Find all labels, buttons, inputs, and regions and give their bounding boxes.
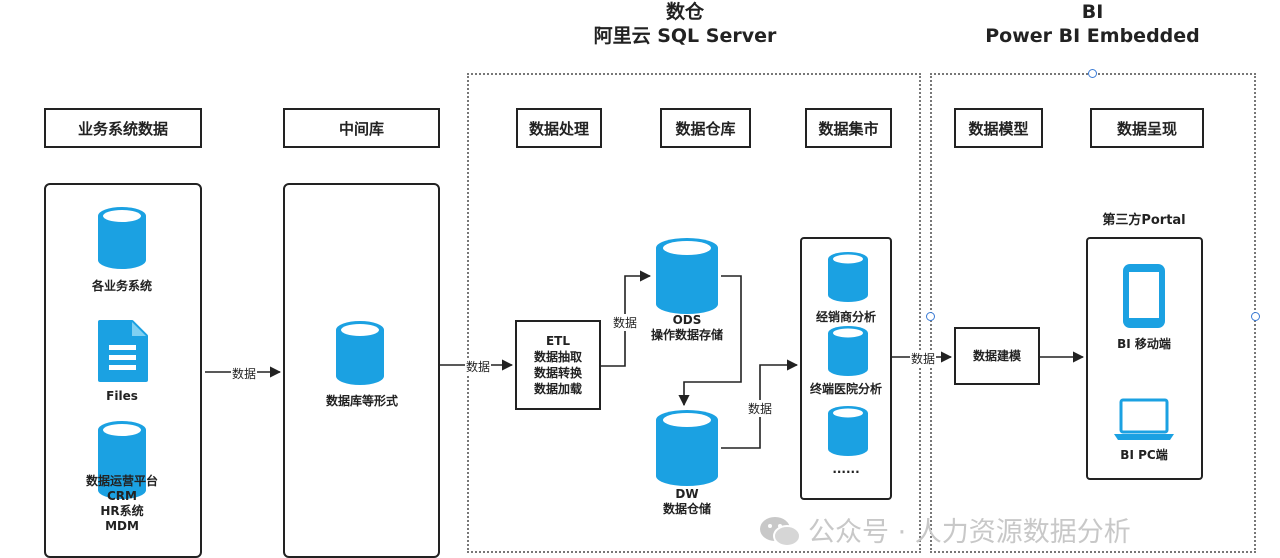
business-systems-label: 各业务系统 xyxy=(91,279,152,293)
header-data-presentation: 数据呈现 xyxy=(1090,108,1204,148)
portal-title: 第三方Portal xyxy=(1102,213,1186,228)
laptop-icon xyxy=(1114,398,1174,440)
files-document-icon xyxy=(98,320,148,382)
watermark-text: 公众号 · 人力资源数据分析 xyxy=(808,517,1131,548)
bi-title: BI Power BI Embedded xyxy=(960,0,1225,48)
ods-labels: ODS 操作数据存储 xyxy=(630,313,744,343)
etl-box: ETL 数据抽取 数据转换 数据加载 xyxy=(515,320,601,410)
header-data-processing: 数据处理 xyxy=(516,108,602,148)
ods-db-icon xyxy=(656,238,718,314)
edge-label-data-1: 数据 xyxy=(231,365,258,382)
dw-labels: DW 数据仓储 xyxy=(630,487,744,517)
data-modeling-label: 数据建模 xyxy=(972,349,1021,363)
connection-anchor xyxy=(1251,312,1260,321)
arrow-ods-to-dw xyxy=(678,275,742,407)
middle-db-label: 数据库等形式 xyxy=(325,394,398,408)
mdm-label: MDM xyxy=(105,519,139,533)
mart-db-icon-1 xyxy=(828,252,868,302)
ods-desc-label: 操作数据存储 xyxy=(650,328,723,342)
ops-platform-labels: 数据运营平台 CRM HR系统 MDM xyxy=(60,474,184,534)
bi-mobile-label: BI 移动端 xyxy=(1117,337,1171,351)
edge-label-data-2: 数据 xyxy=(465,358,492,375)
mart-db-icon-3 xyxy=(828,406,868,456)
edge-label-data-5: 数据 xyxy=(910,350,937,367)
header-business-data: 业务系统数据 xyxy=(44,108,202,148)
dw-desc-label: 数据仓储 xyxy=(662,502,711,516)
connection-anchor xyxy=(1088,69,1097,78)
files-label: Files xyxy=(106,389,138,403)
bi-title-line1: BI xyxy=(1081,1,1104,23)
hospital-analysis-label: 终端医院分析 xyxy=(809,382,882,396)
crm-label: CRM xyxy=(107,489,137,503)
mart-db-icon-2 xyxy=(828,326,868,376)
etl-load: 数据加载 xyxy=(533,382,582,396)
wechat-logo-icon xyxy=(760,517,801,547)
connection-anchor xyxy=(926,312,935,321)
edge-label-data-3: 数据 xyxy=(612,314,639,331)
edge-label-data-4: 数据 xyxy=(747,400,774,417)
dw-db-icon xyxy=(656,410,718,486)
header-data-warehouse: 数据仓库 xyxy=(660,108,751,148)
etl-extract: 数据抽取 xyxy=(533,350,582,364)
bi-title-line2: Power BI Embedded xyxy=(985,25,1200,47)
header-data-mart: 数据集市 xyxy=(805,108,892,148)
dw-title-line2: 阿里云 SQL Server xyxy=(593,25,777,47)
header-middle-db: 中间库 xyxy=(283,108,440,148)
header-data-model: 数据模型 xyxy=(954,108,1043,148)
ods-label: ODS xyxy=(672,313,702,327)
middle-db-icon xyxy=(336,321,384,385)
dw-label: DW xyxy=(675,487,699,501)
etl-transform: 数据转换 xyxy=(533,366,582,380)
data-modeling-box: 数据建模 xyxy=(954,327,1040,385)
business-systems-db-icon xyxy=(98,207,146,269)
ops-platform-label: 数据运营平台 xyxy=(85,474,158,488)
bi-pc-label: BI PC端 xyxy=(1120,448,1168,462)
dw-title: 数仓 阿里云 SQL Server xyxy=(560,0,810,48)
etl-title: ETL xyxy=(545,334,571,348)
dealer-analysis-label: 经销商分析 xyxy=(815,310,876,324)
mobile-phone-icon xyxy=(1123,264,1165,328)
hr-system-label: HR系统 xyxy=(100,504,144,518)
dw-title-line1: 数仓 xyxy=(665,1,704,23)
more-items-label: ...... xyxy=(832,462,860,476)
connector-lines xyxy=(205,270,1085,449)
ops-platform-db-icon xyxy=(98,421,146,499)
